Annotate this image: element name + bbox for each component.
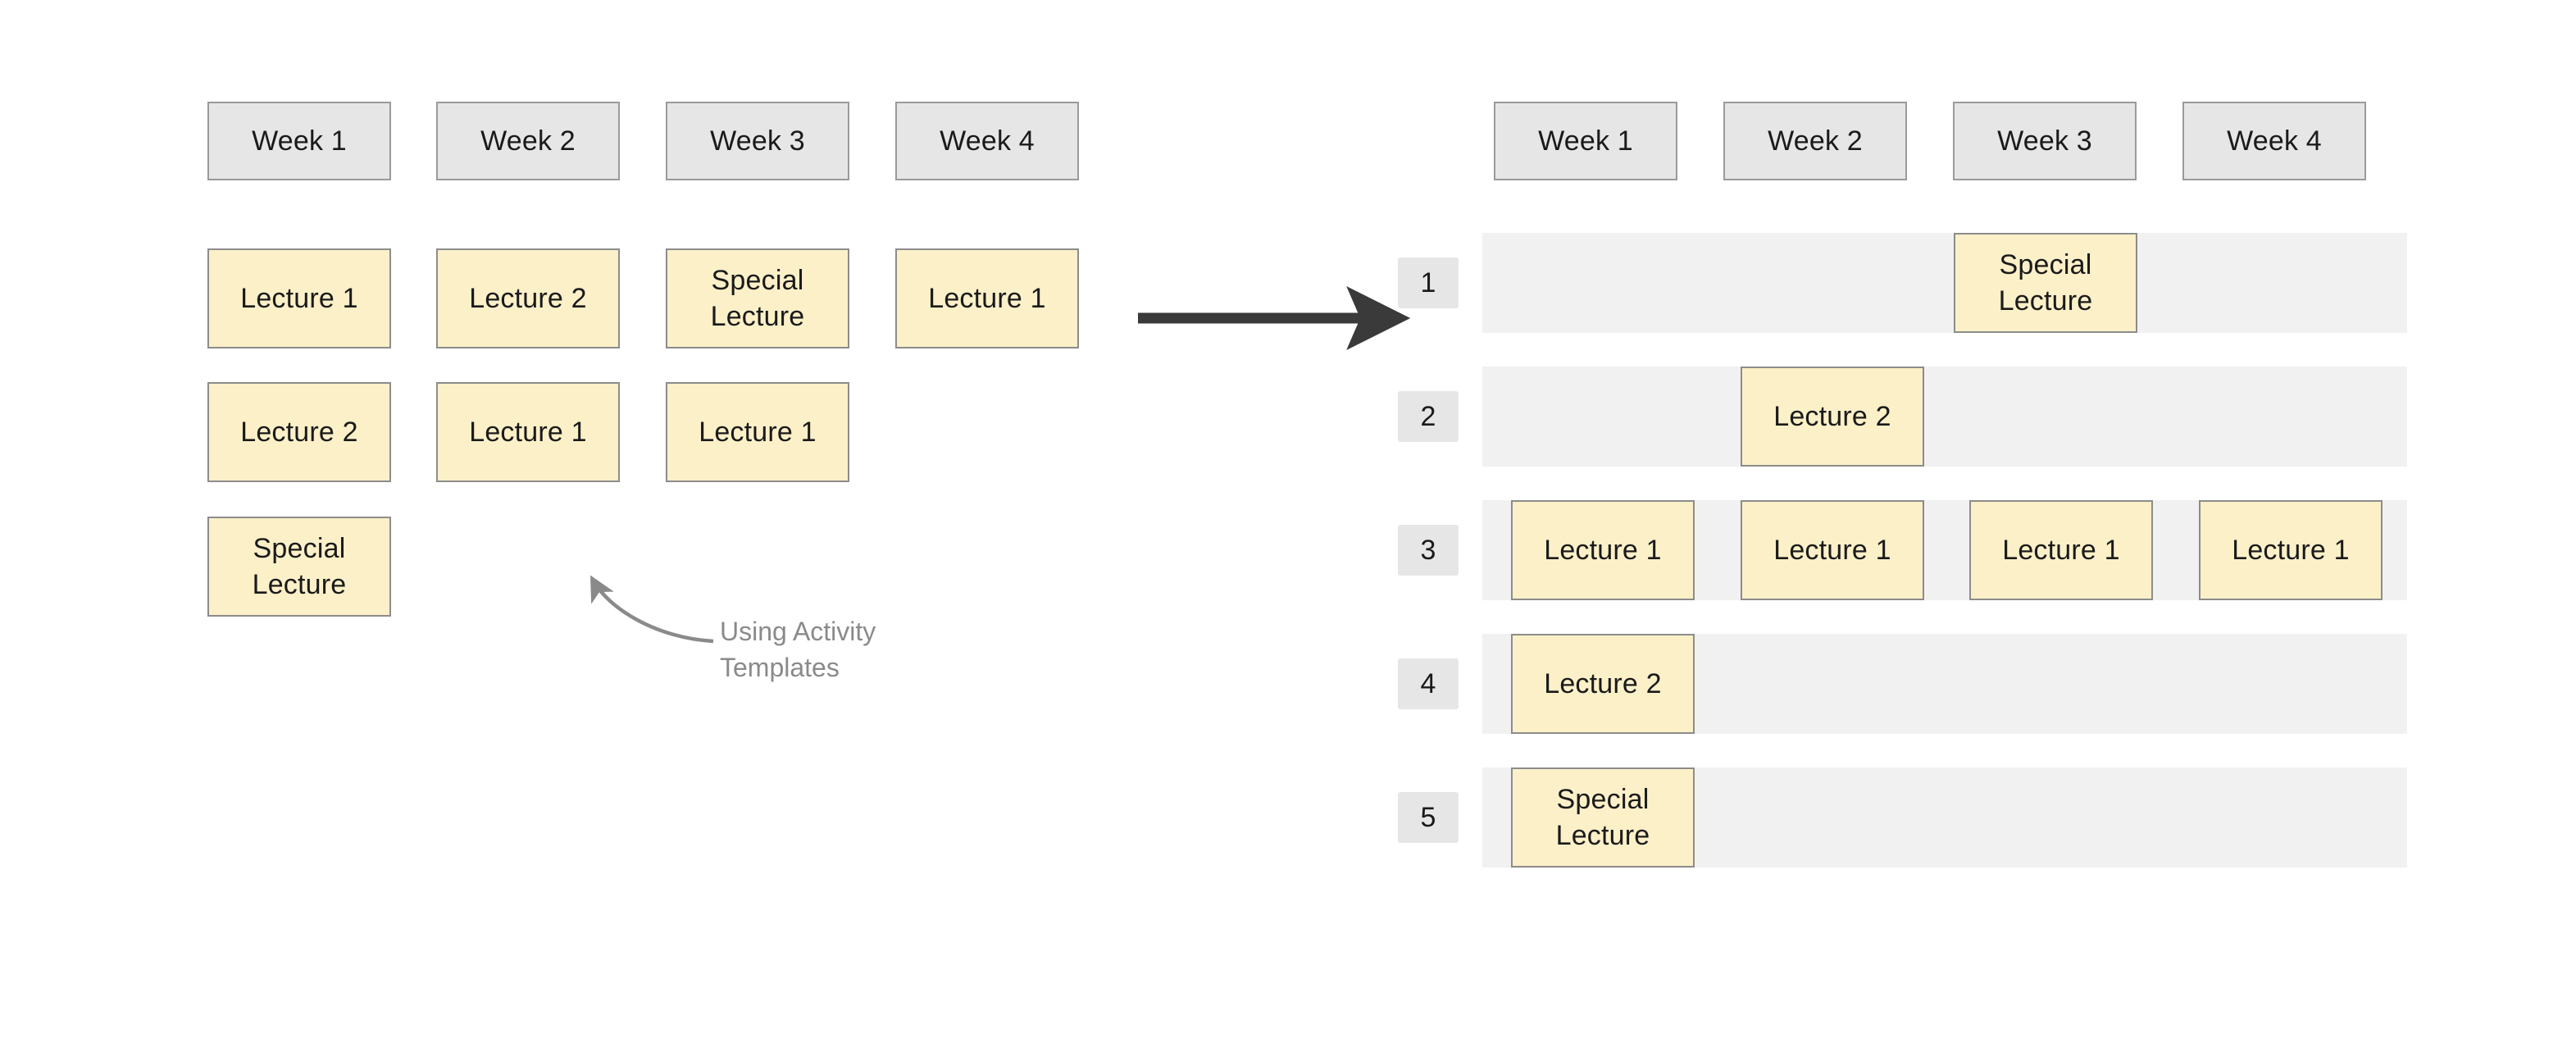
activity-template-card[interactable]: Lecture 2 [207, 382, 391, 482]
row-number-badge: 2 [1398, 391, 1459, 442]
scheduled-activity-card[interactable]: Lecture 1 [1969, 500, 2153, 600]
annotation-curved-arrow [589, 575, 714, 644]
activity-template-card[interactable]: Special Lecture [666, 248, 849, 348]
row-number-badge: 3 [1398, 525, 1459, 576]
scheduled-activity-card[interactable]: Special Lecture [1954, 233, 2137, 333]
right-week-header[interactable]: Week 1 [1494, 102, 1677, 180]
activity-template-card[interactable]: Lecture 1 [895, 248, 1079, 348]
row-number-badge: 4 [1398, 658, 1459, 709]
scheduled-activity-card[interactable]: Lecture 1 [1511, 500, 1695, 600]
annotation-label: Using Activity Templates [720, 617, 876, 683]
scheduled-activity-card[interactable]: Lecture 2 [1741, 367, 1924, 467]
activity-template-card[interactable]: Lecture 2 [436, 248, 620, 348]
scheduled-activity-card[interactable]: Lecture 1 [1741, 500, 1924, 600]
scheduled-activity-card[interactable]: Lecture 2 [1511, 634, 1695, 734]
left-week-header[interactable]: Week 2 [436, 102, 620, 180]
activity-template-card[interactable]: Special Lecture [207, 517, 391, 617]
activity-template-card[interactable]: Lecture 1 [436, 382, 620, 482]
right-week-header[interactable]: Week 4 [2182, 102, 2366, 180]
left-week-header[interactable]: Week 4 [895, 102, 1079, 180]
right-week-header[interactable]: Week 2 [1723, 102, 1907, 180]
scheduled-activity-card[interactable]: Special Lecture [1511, 767, 1695, 868]
left-week-header[interactable]: Week 3 [666, 102, 849, 180]
right-week-header[interactable]: Week 3 [1953, 102, 2137, 180]
activity-template-card[interactable]: Lecture 1 [666, 382, 849, 482]
schedule-row [1482, 233, 2407, 333]
row-number-badge: 5 [1398, 792, 1459, 843]
schedule-row [1482, 367, 2407, 467]
scheduled-activity-card[interactable]: Lecture 1 [2199, 500, 2383, 600]
left-week-header[interactable]: Week 1 [207, 102, 391, 180]
activity-template-card[interactable]: Lecture 1 [207, 248, 391, 348]
row-number-badge: 1 [1398, 257, 1459, 308]
